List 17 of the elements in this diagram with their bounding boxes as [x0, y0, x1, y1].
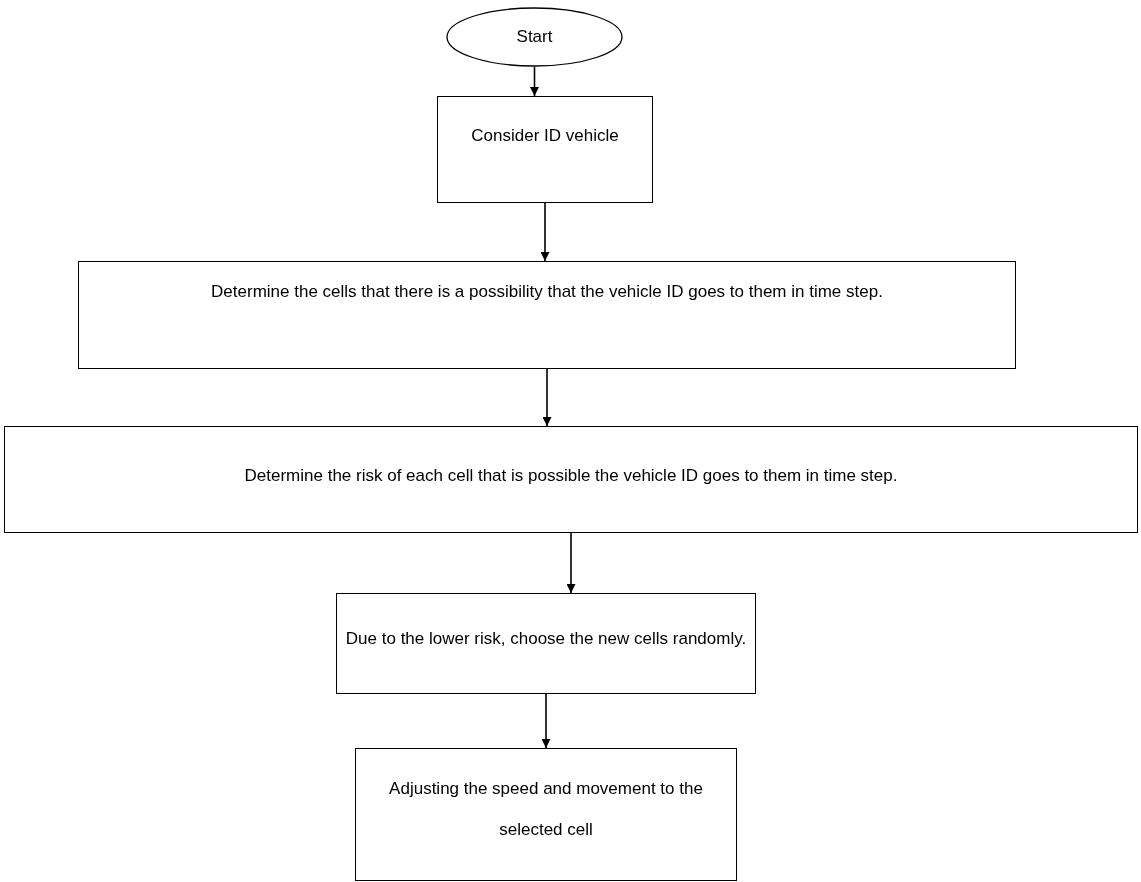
process-box — [4, 426, 1138, 533]
step-text: Start — [516, 26, 553, 48]
step-text: Consider ID vehicle — [471, 125, 619, 147]
process-box — [355, 748, 737, 881]
process-box — [336, 593, 756, 694]
arrow — [542, 368, 552, 427]
process-box — [437, 96, 653, 203]
start-ellipse — [446, 7, 623, 67]
arrow — [540, 202, 550, 262]
arrow — [566, 532, 576, 594]
arrow — [530, 66, 539, 97]
process-box — [78, 261, 1016, 369]
step-text: Determine the risk of each cell that is possible the vehicle ID goes to them in time step. — [244, 465, 898, 487]
step-text: Determine the cells that there is a possibility that the vehicle ID goes to them in time step. — [211, 281, 883, 303]
arrow — [541, 693, 551, 749]
step-text: Due to the lower risk, choose the new cells randomly. — [345, 628, 747, 650]
step-text: Adjusting the speed and movement to the selected cell — [388, 778, 704, 841]
